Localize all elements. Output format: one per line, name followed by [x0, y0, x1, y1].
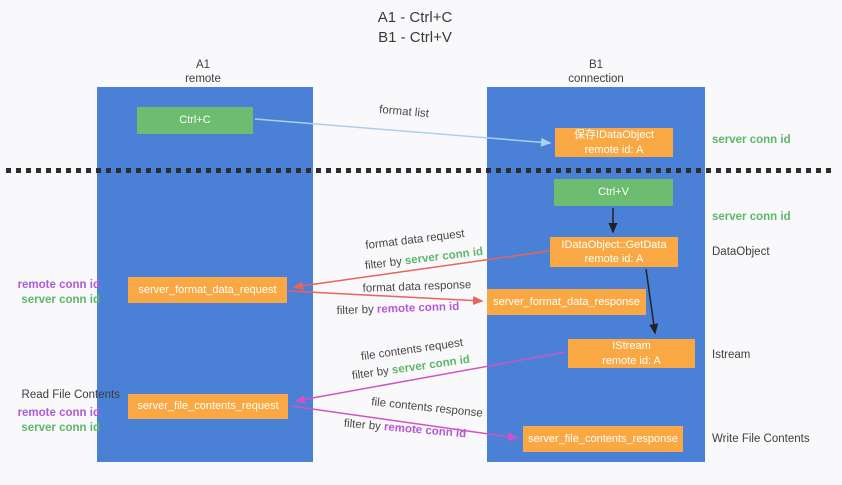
lane-header-a1: A1 remote	[133, 58, 273, 87]
annotation-dataobject: DataObject	[712, 246, 770, 258]
node-istream: IStream remote id: A	[568, 339, 695, 368]
server-conn-id-text: server conn id	[404, 245, 484, 268]
annotation-istream: Istream	[712, 349, 751, 361]
remote-conn-id-text: remote conn id	[17, 407, 100, 419]
server-conn-id-text: server conn id	[21, 293, 100, 306]
lane-header-b1: B1 connection	[526, 58, 666, 87]
node-ctrl-v: Ctrl+V	[554, 179, 673, 206]
lane-a1-name: A1	[195, 59, 211, 71]
lane-a1-subtitle: remote	[185, 73, 221, 86]
edge-label-filter-remote-1: filter by remote conn id	[328, 301, 468, 318]
remote-conn-id-text: remote conn id	[376, 300, 460, 316]
node-server-format-data-response-label: server_format_data_response	[493, 295, 640, 308]
edge-label-file-contents-response: file contents response	[370, 396, 484, 420]
node-save-idataobject-line2: remote id: A	[584, 143, 644, 156]
edge-label-filter-remote-2: filter by remote conn id	[335, 417, 476, 441]
edge-label-format-list: format list	[378, 103, 430, 121]
node-ctrl-c: Ctrl+C	[137, 107, 253, 134]
filter-by-text: filter by	[351, 364, 393, 383]
node-istream-line2: remote id: A	[602, 354, 661, 367]
edge-label-format-data-response: format data response	[362, 279, 472, 295]
title-line-a1: A1 - Ctrl+C	[377, 9, 453, 26]
filter-by-text: filter by	[343, 417, 385, 434]
annotation-conn-ids-format: remote conn id server conn id	[0, 278, 100, 308]
machine-boundary-divider	[6, 168, 836, 173]
remote-conn-id-text: remote conn id	[17, 279, 100, 291]
server-conn-id-text: server conn id	[21, 421, 100, 434]
node-server-file-contents-response-label: server_file_contents_response	[528, 432, 678, 445]
title-line-b1: B1 - Ctrl+V	[378, 29, 452, 47]
diagram-title: A1 - Ctrl+C B1 - Ctrl+V	[330, 8, 500, 49]
node-server-format-data-request-label: server_format_data_request	[138, 283, 277, 296]
node-server-file-contents-response: server_file_contents_response	[523, 426, 683, 452]
node-ctrl-v-label: Ctrl+V	[598, 186, 629, 199]
node-server-format-data-request: server_format_data_request	[128, 277, 287, 303]
node-istream-line1: IStream	[612, 340, 651, 353]
lane-b1-name: B1	[588, 59, 604, 71]
node-server-file-contents-request-label: server_file_contents_request	[137, 400, 279, 413]
annotation-read-file-contents: Read File Contents	[21, 389, 120, 401]
node-server-file-contents-request: server_file_contents_request	[128, 394, 288, 419]
node-ctrl-c-label: Ctrl+C	[179, 114, 211, 127]
filter-by-text: filter by	[336, 303, 378, 318]
annotation-write-file-contents: Write File Contents	[712, 433, 810, 445]
node-idataobject-getdata-line1: IDataObject::GetData	[561, 238, 667, 251]
node-save-idataobject: 保存IDataObject remote id: A	[555, 128, 673, 157]
lane-b1-subtitle: connection	[568, 73, 624, 86]
annotation-conn-ids-file: remote conn id server conn id	[0, 406, 100, 436]
annotation-server-conn-id-top: server conn id	[712, 134, 791, 146]
remote-conn-id-text: remote conn id	[383, 421, 467, 441]
node-idataobject-getdata-line2: remote id: A	[584, 253, 644, 265]
node-server-format-data-response: server_format_data_response	[487, 289, 646, 315]
node-idataobject-getdata: IDataObject::GetData remote id: A	[550, 237, 678, 267]
node-save-idataobject-line1: 保存IDataObject	[573, 129, 655, 142]
filter-by-text: filter by	[364, 255, 406, 273]
annotation-server-conn-id-mid: server conn id	[712, 211, 791, 223]
